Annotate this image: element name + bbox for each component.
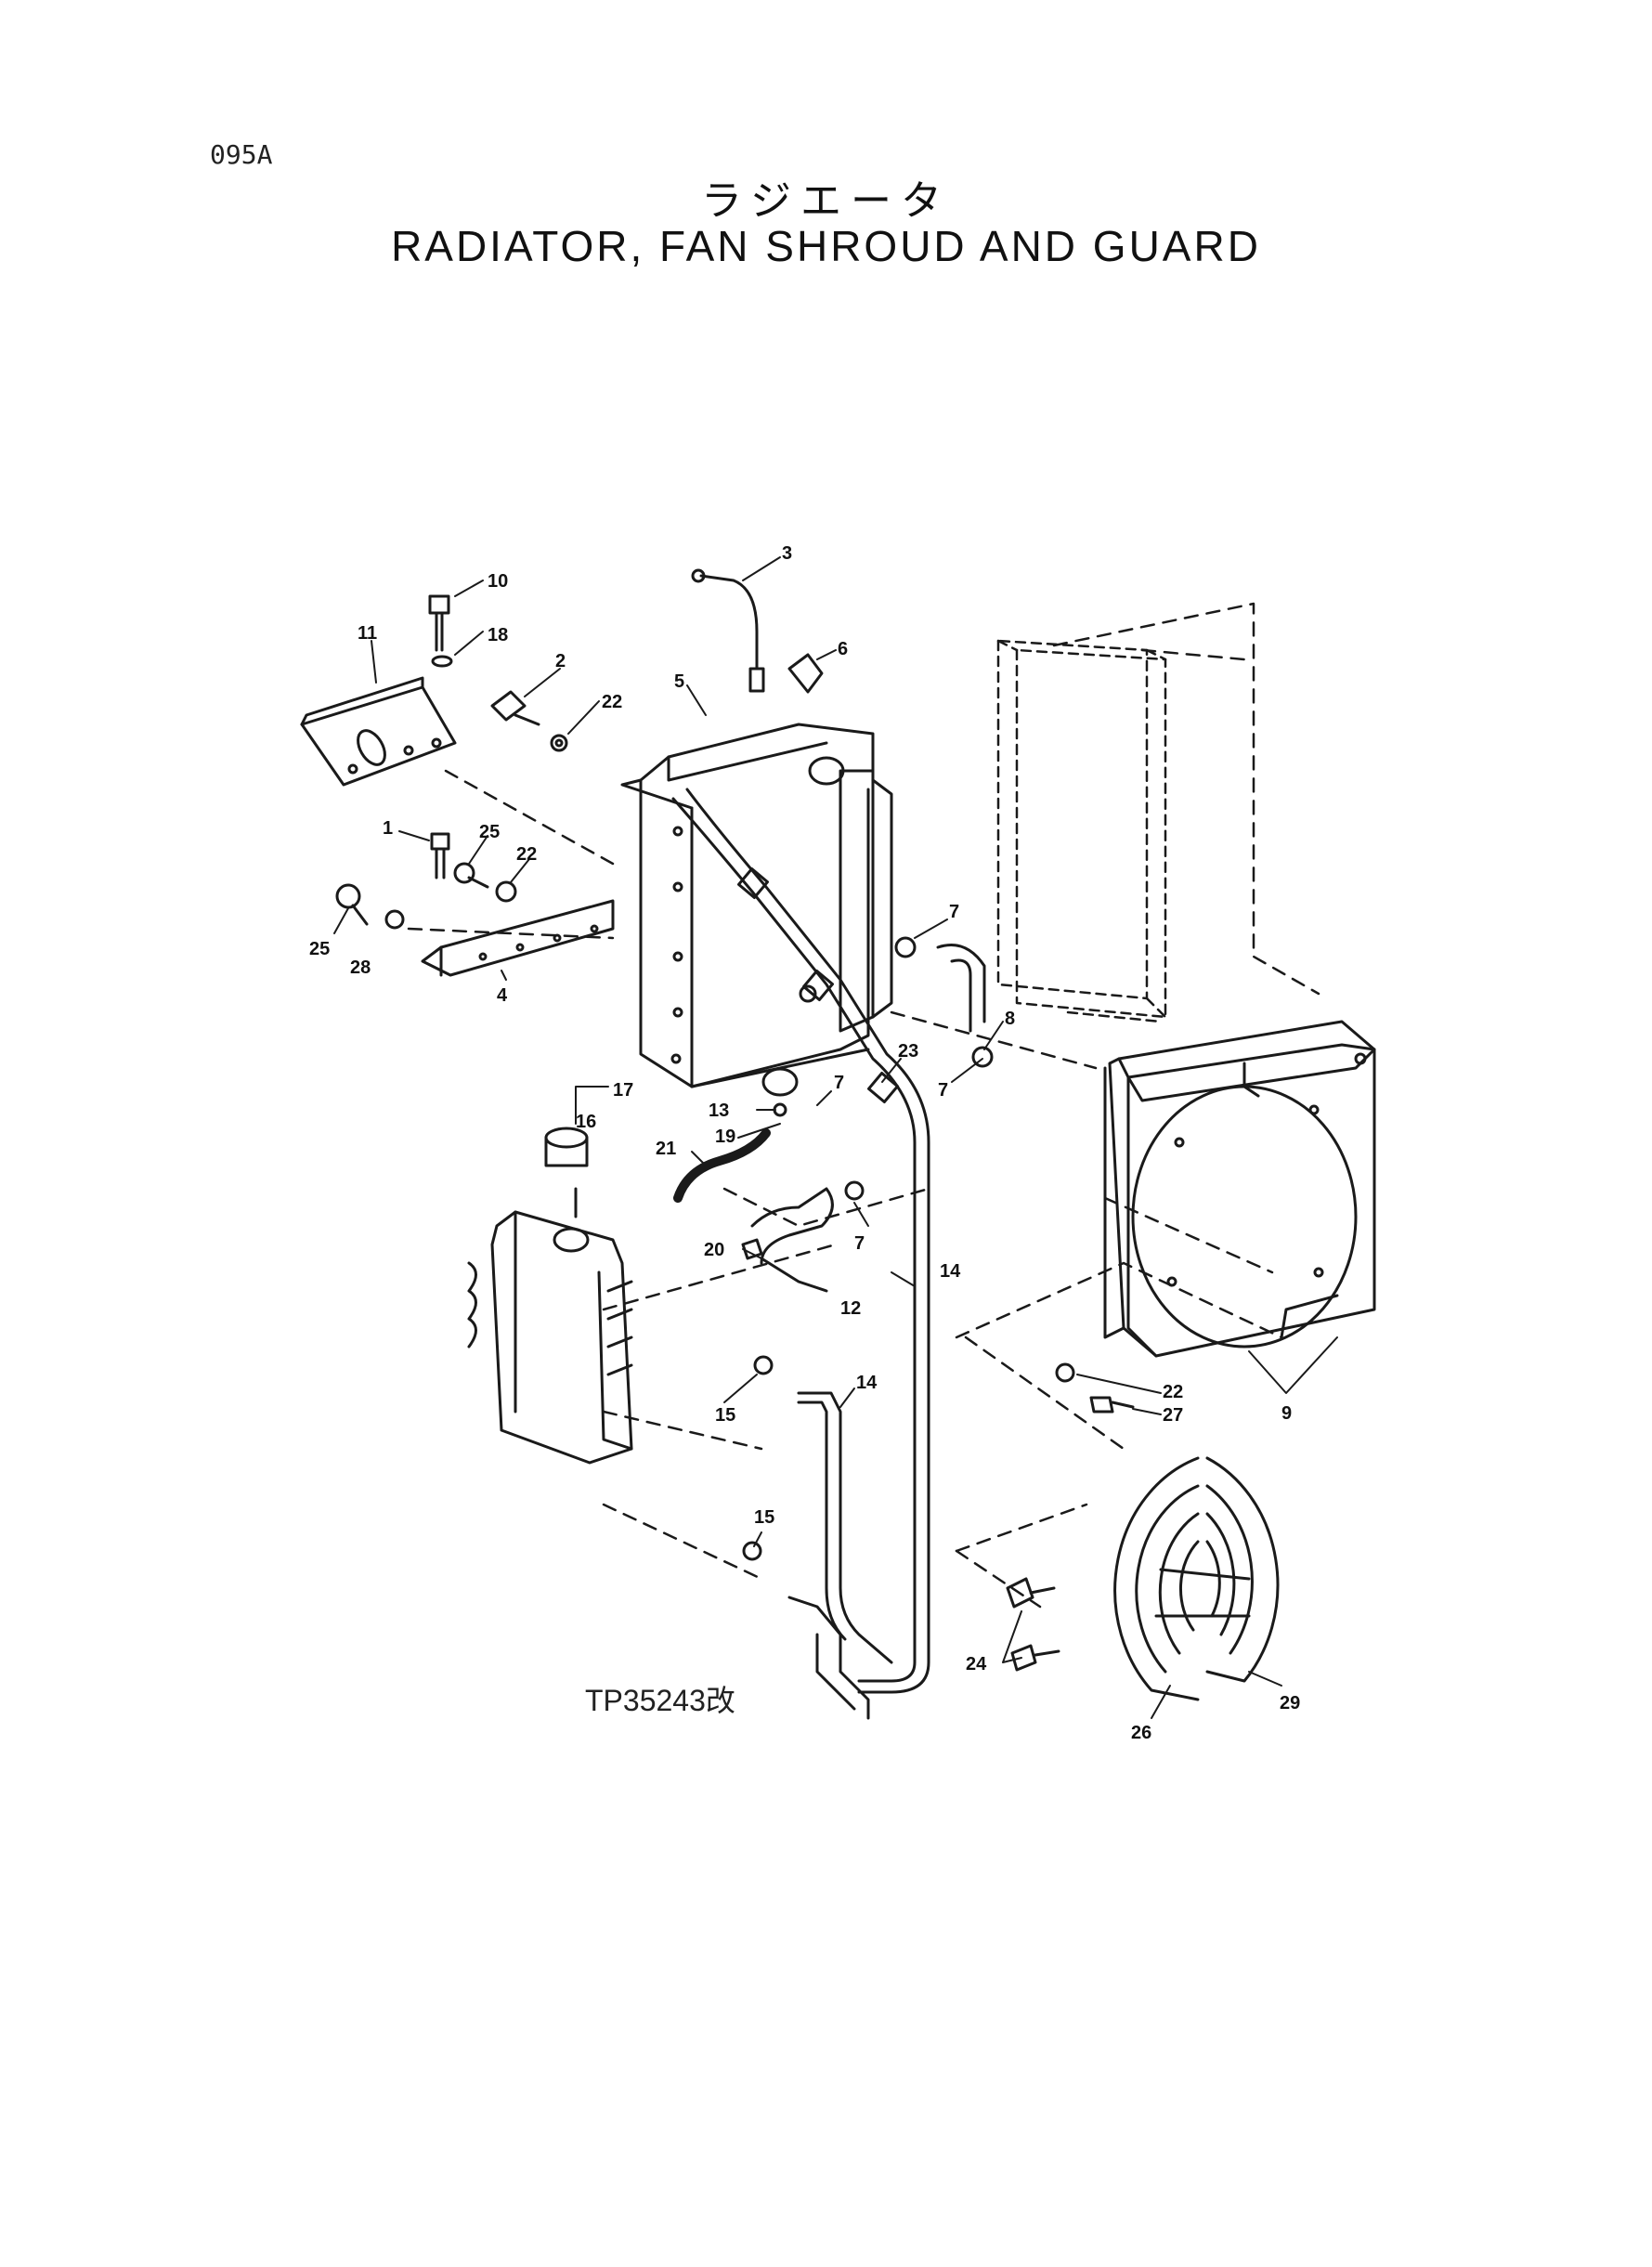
callout-24: 24: [966, 1654, 987, 1674]
callout-22a: 22: [602, 692, 622, 712]
callout-13: 13: [709, 1101, 729, 1121]
callout-25a: 25: [479, 822, 500, 842]
callout-8: 8: [1005, 1009, 1015, 1029]
lower-hose-14: [742, 1355, 893, 1720]
callout-7d: 7: [854, 1233, 865, 1254]
callout-2: 2: [555, 651, 566, 671]
callout-25b: 25: [309, 939, 330, 959]
callout-14b: 14: [856, 1373, 878, 1393]
callout-29: 29: [1280, 1693, 1300, 1713]
callout-28: 28: [350, 958, 371, 978]
callout-7a: 7: [949, 902, 959, 922]
callout-18: 18: [488, 625, 508, 645]
fitting-2: [490, 690, 568, 752]
callout-27: 27: [1163, 1405, 1183, 1426]
bracket-plate-11: [300, 676, 457, 787]
title-japanese: ラジエータ: [700, 177, 952, 225]
assembly-lines: [407, 602, 1320, 1609]
radiator-core-dashed: [996, 639, 1167, 1023]
callout-numbers: 10 18 11 2 22 3 6 5 1 25 22 25 28 4 7 8 …: [309, 543, 1300, 1743]
callout-20: 20: [704, 1240, 724, 1260]
callout-6: 6: [838, 639, 848, 659]
callout-11: 11: [358, 623, 377, 644]
fittings-13-20: [741, 1102, 787, 1260]
callout-23: 23: [898, 1041, 918, 1062]
callout-19: 19: [715, 1127, 735, 1147]
reservoir-17: [467, 1127, 633, 1465]
callout-26: 26: [1131, 1723, 1151, 1743]
callout-12: 12: [840, 1298, 861, 1319]
callout-14a: 14: [940, 1261, 961, 1282]
bolt-group-1: [335, 832, 517, 930]
callout-22c: 22: [1163, 1382, 1183, 1402]
cap-6: [787, 653, 824, 694]
callout-10: 10: [488, 571, 508, 592]
callout-7b: 7: [938, 1080, 948, 1101]
callout-4: 4: [497, 985, 508, 1006]
fan-guard-26-29: [1113, 1456, 1280, 1701]
hose-21: [673, 1128, 771, 1203]
callout-15b: 15: [754, 1507, 774, 1528]
drawing-reference: TP35243改: [585, 1684, 735, 1717]
callout-1: 1: [383, 818, 393, 839]
bolts-22-27: [1055, 1362, 1135, 1414]
page-code: 095A: [210, 139, 273, 170]
hose-8: [894, 936, 994, 1068]
callout-7c: 7: [834, 1073, 844, 1093]
callout-22b: 22: [516, 844, 537, 865]
callout-16: 16: [576, 1112, 596, 1132]
callout-5: 5: [674, 671, 684, 692]
mounting-bar-4: [421, 899, 615, 977]
hose-12: [750, 1180, 865, 1293]
callout-15a: 15: [715, 1405, 735, 1426]
title-english: RADIATOR, FAN SHROUD AND GUARD: [391, 222, 1261, 270]
fan-shroud-9: [1103, 1020, 1376, 1358]
callout-21: 21: [656, 1139, 676, 1159]
bolt-10: [428, 594, 453, 668]
pipe-14: [671, 788, 930, 1694]
bolts-24: [1006, 1577, 1060, 1672]
leader-lines: [333, 556, 1338, 1719]
radiator-tank-5: [620, 723, 893, 1097]
callout-17: 17: [613, 1080, 633, 1101]
callout-9: 9: [1281, 1403, 1292, 1424]
hose-3: [691, 568, 765, 693]
callout-3: 3: [782, 543, 792, 564]
